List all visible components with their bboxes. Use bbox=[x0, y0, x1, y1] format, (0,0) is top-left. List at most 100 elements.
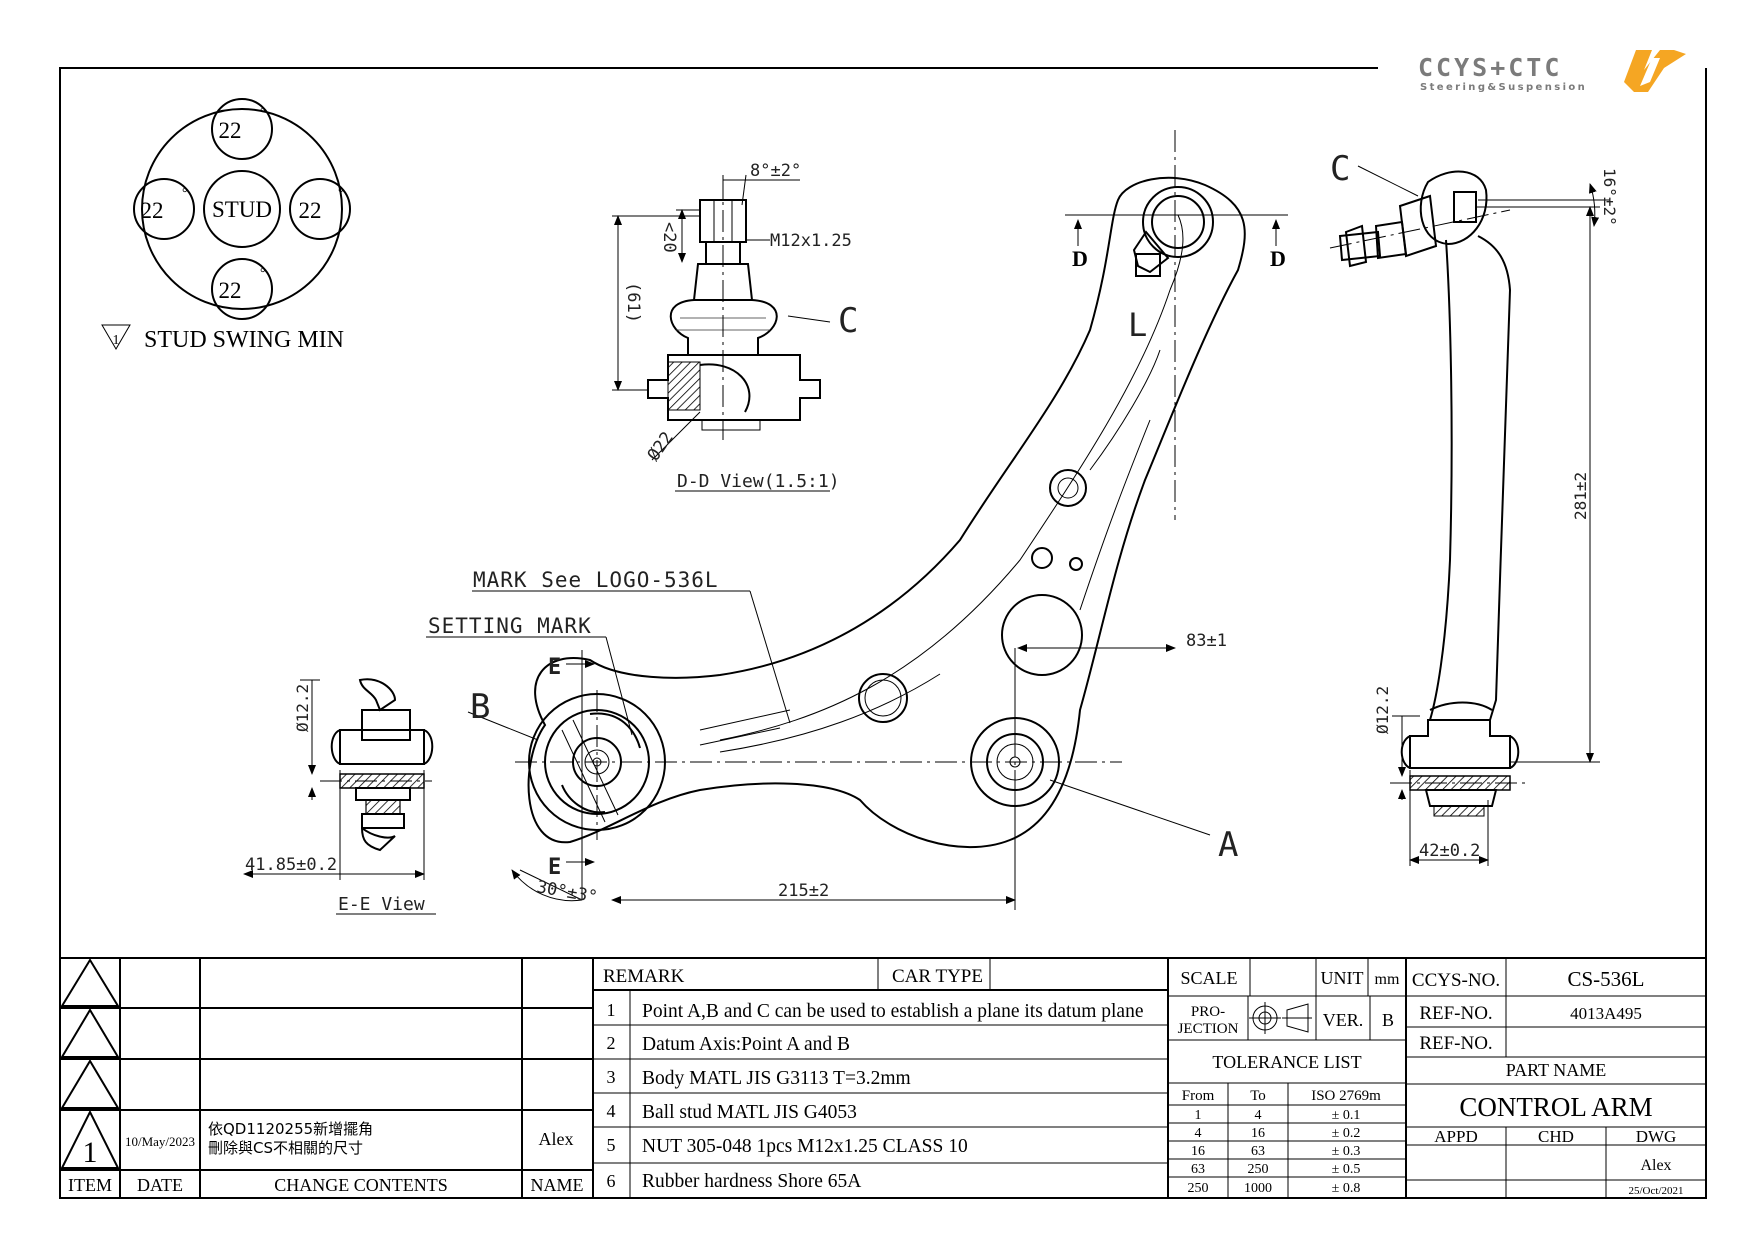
tolerance-title: TOLERANCE LIST bbox=[1212, 1052, 1361, 1072]
tol-value-2: ± 0.2 bbox=[1332, 1126, 1361, 1141]
side-width-dim: 42±0.2 bbox=[1419, 841, 1480, 861]
remark-num-5: 5 bbox=[607, 1135, 616, 1155]
part-name-label: PART NAME bbox=[1506, 1060, 1606, 1080]
tol-value-1: ± 0.1 bbox=[1332, 1108, 1361, 1123]
tol-value-5: ± 0.8 bbox=[1332, 1181, 1361, 1196]
dd-thread-dim: M12x1.25 bbox=[770, 231, 852, 251]
logo-swoosh-icon bbox=[1624, 50, 1686, 92]
logo-brand: CCYS+CTC bbox=[1418, 53, 1562, 82]
revision-table: 1 10/May/2023 依QD1120255新增擺角 刪除與CS不相關的尺寸… bbox=[60, 958, 594, 1198]
swing-right-degree: ° bbox=[338, 186, 344, 201]
dim-30deg: 30°±3° bbox=[535, 877, 599, 907]
appd-label: APPD bbox=[1434, 1127, 1477, 1146]
tol-header-from: From bbox=[1182, 1088, 1215, 1104]
swing-top-value: 22 bbox=[219, 118, 242, 143]
dd-view: 8°±2° M12x1.25 <20 (61) Ø22 C D-D View(1… bbox=[612, 161, 858, 492]
scale-tolerance-block: SCALE UNIT mm PRO- JECTION VER. B TOLERA… bbox=[1168, 958, 1407, 1198]
dd-20-dim: <20 bbox=[659, 222, 679, 253]
warning-triangle-icon bbox=[101, 324, 131, 350]
point-b: B bbox=[470, 687, 490, 727]
remark-text-5: NUT 305-048 1pcs M12x1.25 CLASS 10 bbox=[642, 1136, 968, 1157]
stud-swing-diagram: STUD 22 ° 22 ° 22 ° 22 ° 1 STUD SWING MI… bbox=[101, 98, 351, 353]
revision-item-1: 1 bbox=[83, 1136, 98, 1169]
scale-label: SCALE bbox=[1180, 968, 1237, 988]
side-length-dim: 281±2 bbox=[1571, 472, 1590, 520]
remark-text-3: Body MATL JIS G3113 T=3.2mm bbox=[642, 1068, 911, 1089]
tol-from-3: 16 bbox=[1191, 1144, 1205, 1159]
ee-width-dim: 41.85±0.2 bbox=[245, 855, 337, 875]
third-angle-projection-icon bbox=[1249, 1002, 1312, 1034]
remark-num-1: 1 bbox=[607, 1000, 616, 1020]
tol-value-4: ± 0.5 bbox=[1332, 1162, 1361, 1177]
revision-header-item: ITEM bbox=[68, 1175, 112, 1195]
ref-no-value: 4013A495 bbox=[1570, 1004, 1642, 1023]
tol-value-3: ± 0.3 bbox=[1332, 1144, 1361, 1159]
remark-text-2: Datum Axis:Point A and B bbox=[642, 1034, 850, 1055]
ee-view-title: E-E View bbox=[338, 894, 425, 915]
logo-tagline: Steering&Suspension bbox=[1420, 82, 1587, 93]
dwg-value: Alex bbox=[1640, 1157, 1671, 1174]
revision-change-line-2: 刪除與CS不相關的尺寸 bbox=[208, 1139, 363, 1157]
ee-view: Ø12.2 41.85±0.2 E-E View bbox=[243, 678, 436, 915]
projection-label-1: PRO- bbox=[1191, 1004, 1225, 1020]
dd-61-dim: (61) bbox=[623, 282, 643, 323]
remark-text-6: Rubber hardness Shore 65A bbox=[642, 1171, 861, 1192]
ref-no2-label: REF-NO. bbox=[1419, 1033, 1492, 1054]
tol-to-5: 1000 bbox=[1244, 1181, 1272, 1196]
remark-num-6: 6 bbox=[607, 1171, 616, 1191]
dwg-date: 25/Oct/2021 bbox=[1629, 1185, 1684, 1197]
remark-num-3: 3 bbox=[607, 1067, 616, 1087]
revision-triangle-icon bbox=[60, 1059, 120, 1109]
ccys-no-label: CCYS-NO. bbox=[1412, 970, 1500, 991]
unit-value: mm bbox=[1375, 971, 1400, 988]
section-d-left: D bbox=[1072, 246, 1088, 271]
side-angle-dim: 16°±2° bbox=[1600, 168, 1619, 226]
tol-to-3: 63 bbox=[1251, 1144, 1265, 1159]
tol-to-2: 16 bbox=[1251, 1126, 1265, 1141]
revision-triangle-icon bbox=[60, 1109, 120, 1169]
remark-text-4: Ball stud MATL JIS G4053 bbox=[642, 1102, 857, 1123]
swing-bottom-degree: ° bbox=[260, 266, 266, 281]
tol-to-4: 250 bbox=[1248, 1162, 1269, 1177]
dim-215: 215±2 bbox=[778, 881, 829, 901]
warning-number: 1 bbox=[113, 333, 120, 348]
revision-triangle-icon bbox=[60, 1008, 120, 1058]
remarks-header: REMARK bbox=[603, 966, 685, 987]
part-name-value: CONTROL ARM bbox=[1459, 1092, 1652, 1122]
unit-label: UNIT bbox=[1321, 968, 1364, 988]
dim-83: 83±1 bbox=[1186, 631, 1227, 651]
tol-from-4: 63 bbox=[1191, 1162, 1205, 1177]
dwg-label: DWG bbox=[1636, 1127, 1677, 1146]
side-point-c: C bbox=[1330, 149, 1350, 189]
ver-value: B bbox=[1382, 1010, 1394, 1030]
ref-no-label: REF-NO. bbox=[1419, 1003, 1492, 1024]
swing-left-value: 22 bbox=[141, 198, 164, 223]
ee-dia-dim: Ø12.2 bbox=[293, 684, 312, 732]
revision-date-1: 10/May/2023 bbox=[125, 1134, 195, 1149]
side-view: C 16°±2° 281±2 Ø12.2 42±0.2 bbox=[1329, 149, 1619, 866]
swing-top-degree: ° bbox=[260, 106, 266, 121]
chd-label: CHD bbox=[1538, 1127, 1574, 1146]
tol-from-5: 250 bbox=[1188, 1181, 1209, 1196]
tol-from-2: 4 bbox=[1195, 1126, 1202, 1141]
revision-name-1: Alex bbox=[539, 1129, 574, 1149]
revision-change-line-1: 依QD1120255新增擺角 bbox=[208, 1120, 373, 1138]
dd-dia-dim: Ø22 bbox=[644, 428, 678, 465]
swing-left-degree: ° bbox=[182, 186, 188, 201]
swing-right-value: 22 bbox=[299, 198, 322, 223]
point-a: A bbox=[1218, 825, 1238, 865]
remark-text-1: Point A,B and C can be used to establish… bbox=[642, 1001, 1144, 1022]
section-e-bottom: E bbox=[548, 855, 561, 880]
title-block: 1 10/May/2023 依QD1120255新增擺角 刪除與CS不相關的尺寸… bbox=[59, 957, 1707, 1199]
tol-header-to: To bbox=[1250, 1088, 1266, 1104]
company-logo: CCYS+CTC Steering&Suspension bbox=[1418, 50, 1686, 93]
tol-from-1: 1 bbox=[1195, 1108, 1202, 1123]
revision-header-date: DATE bbox=[137, 1175, 183, 1195]
section-e-top: E bbox=[548, 655, 561, 680]
ccys-no-value: CS-536L bbox=[1567, 967, 1644, 991]
section-d-right: D bbox=[1270, 246, 1286, 271]
mark-logo-note: MARK See LOGO-536L bbox=[473, 568, 719, 592]
remark-num-2: 2 bbox=[607, 1033, 616, 1053]
ver-label: VER. bbox=[1323, 1010, 1364, 1030]
